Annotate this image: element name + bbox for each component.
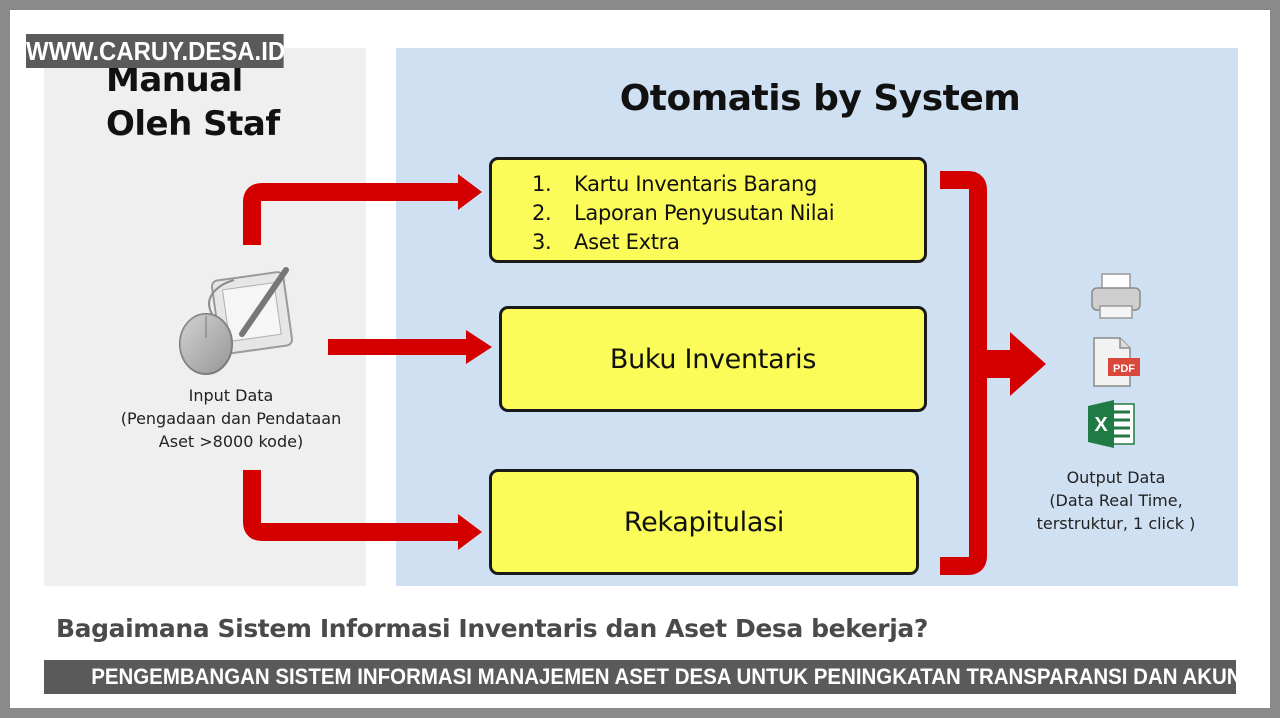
input-device-icon	[179, 267, 294, 375]
system-title: Otomatis by System	[619, 78, 1021, 119]
output-arrow-stem	[978, 350, 1012, 378]
question-caption: Bagaimana Sistem Informasi Inventaris da…	[56, 614, 928, 643]
output-arrow-head	[1010, 332, 1046, 396]
inventory-book-box: Buku Inventaris	[499, 306, 927, 412]
arrow-to-recap-head	[458, 514, 482, 550]
footer-banner-text: PENGEMBANGAN SISTEM INFORMASI MANAJEMEN …	[91, 664, 1236, 689]
output-bracket	[940, 171, 987, 575]
reports-list-item: 1.Kartu Inventaris Barang	[532, 172, 817, 196]
pdf-icon: PDF	[1093, 337, 1140, 387]
input-data-caption: Input Data (Pengadaan dan Pendataan Aset…	[120, 386, 342, 451]
printer-icon	[1091, 273, 1141, 319]
reports-box: 1.Kartu Inventaris Barang 2.Laporan Peny…	[489, 157, 927, 263]
arrow-to-reports	[243, 183, 462, 245]
arrow-to-reports-head	[458, 174, 482, 210]
manual-title: Manual Oleh Staf	[106, 58, 346, 146]
reports-list-item: 3.Aset Extra	[532, 230, 680, 254]
reports-list-item: 2.Laporan Penyusutan Nilai	[532, 201, 835, 225]
excel-icon: X	[1088, 400, 1135, 448]
excel-icon-label: X	[1094, 414, 1108, 436]
footer-banner: PENGEMBANGAN SISTEM INFORMASI MANAJEMEN …	[44, 660, 1236, 694]
recap-label: Rekapitulasi	[623, 506, 785, 538]
output-data-caption: Output Data (Data Real Time, terstruktur…	[1036, 468, 1196, 533]
arrow-to-recap	[243, 470, 462, 541]
recap-box: Rekapitulasi	[489, 469, 919, 575]
reports-list: 1.Kartu Inventaris Barang 2.Laporan Peny…	[532, 170, 835, 257]
inventory-book-label: Buku Inventaris	[609, 343, 817, 375]
watermark-banner: WWW.CARUY.DESA.ID	[26, 34, 286, 68]
pdf-icon-label: PDF	[1113, 363, 1135, 375]
manual-title-line2: Oleh Staf	[106, 104, 280, 144]
arrow-to-book-head	[466, 330, 492, 364]
